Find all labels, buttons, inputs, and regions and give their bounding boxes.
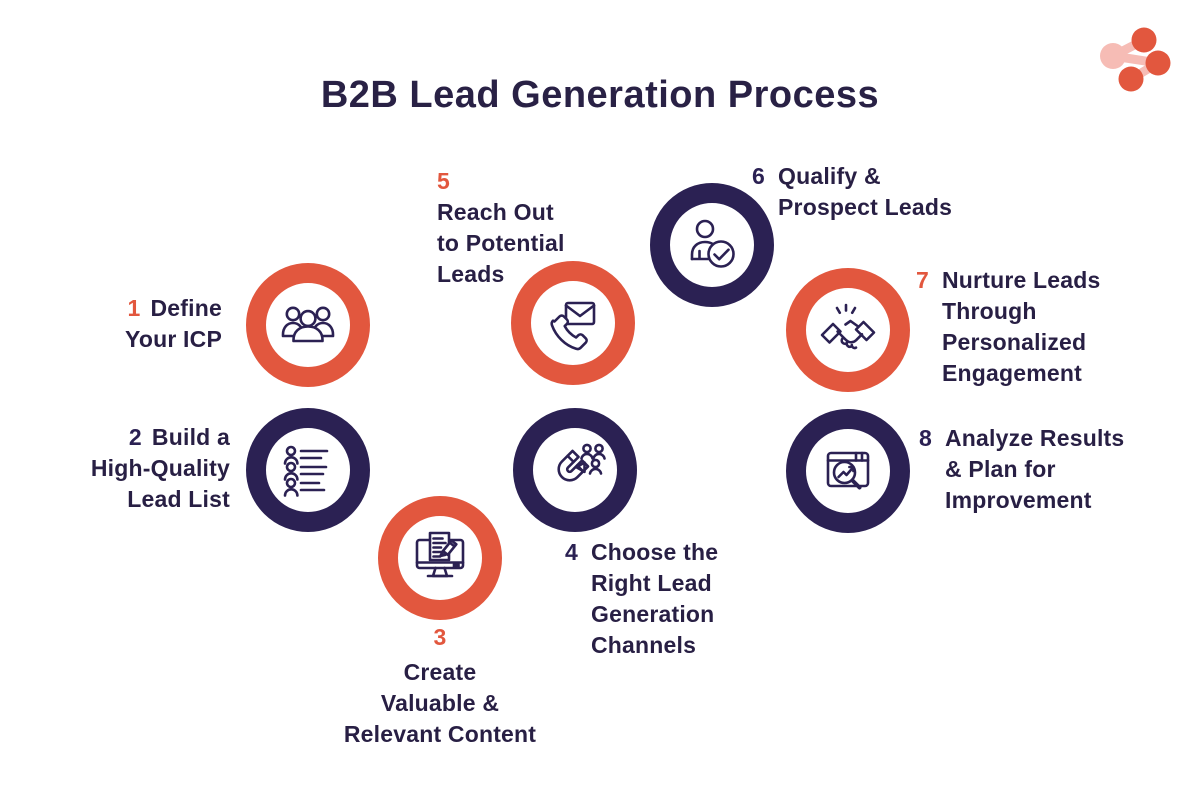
- content-monitor-icon: [415, 531, 465, 578]
- step-8-number: 8: [919, 425, 932, 451]
- step-4-number: 4: [565, 539, 578, 565]
- person-check-icon: [690, 219, 735, 268]
- step-5-number: 5: [437, 168, 450, 194]
- handshake-icon: [820, 303, 876, 350]
- step-7-circle: [786, 268, 910, 392]
- step-6-label: 6 Qualify & Prospect Leads: [752, 161, 952, 223]
- step-5-label: 5 Reach Out to Potential Leads: [437, 168, 565, 287]
- step-1-number: 1: [127, 295, 141, 321]
- analytics-search-icon: [826, 451, 870, 490]
- people-group-icon: [281, 306, 335, 343]
- page-title: B2B Lead Generation Process: [320, 74, 880, 116]
- step-4-circle: [513, 408, 637, 532]
- step-7-number: 7: [916, 267, 929, 293]
- step-3-label: 3 Create Valuable & Relevant Content: [300, 622, 580, 750]
- step-2-number: 2: [128, 424, 142, 450]
- step-1-circle: [246, 263, 370, 387]
- lead-list-icon: [283, 445, 329, 497]
- magnet-leads-icon: [557, 443, 606, 482]
- step-8-label: 8 Analyze Results & Plan for Improvement: [919, 423, 1124, 516]
- step-3-circle: [378, 496, 502, 620]
- step-6-number: 6: [752, 163, 765, 189]
- step-2-circle: [246, 408, 370, 532]
- step-3-number: 3: [433, 624, 447, 650]
- step-4-label: 4 Choose the Right Lead Generation Chann…: [565, 537, 718, 661]
- step-8-circle: [786, 409, 910, 533]
- step-7-label: 7 Nurture Leads Through Personalized Eng…: [916, 265, 1101, 389]
- share-network-logo-icon: [1100, 27, 1171, 92]
- phone-mail-icon: [550, 301, 596, 351]
